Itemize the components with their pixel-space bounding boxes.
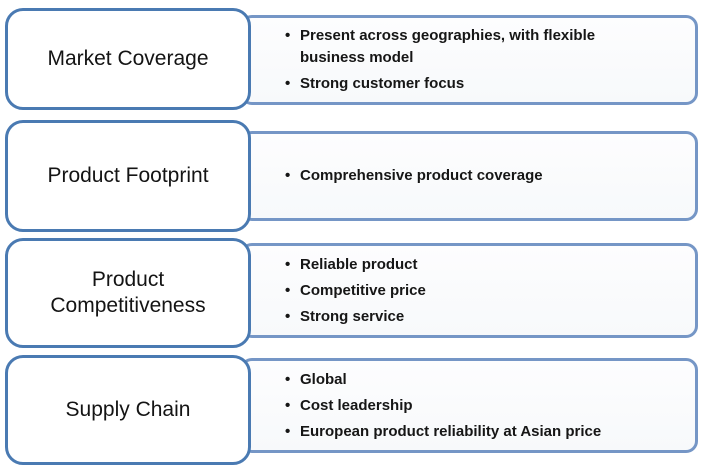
bullet-text: European product reliability at Asian pr…	[300, 422, 602, 440]
bullet-item: • Global	[285, 369, 681, 391]
bullet-text: Reliable product	[300, 255, 418, 273]
bullet-marker: •	[285, 281, 291, 299]
label-text: Market Coverage	[47, 47, 209, 70]
bullet-box-supply-chain: • Global • Cost leadership • European product…	[240, 358, 698, 453]
bullet-marker: •	[285, 27, 291, 44]
bullet-item: • Comprehensive product coverage	[285, 165, 681, 187]
bullet-item: • Competitive price	[285, 280, 681, 302]
bullet-marker: •	[285, 75, 291, 92]
bullet-text: Cost leadership	[300, 396, 413, 414]
label-box-product-footprint: Product Footprint	[5, 120, 251, 232]
bullet-marker: •	[285, 422, 291, 440]
bullet-marker: •	[285, 307, 291, 325]
bullet-text: Global	[300, 370, 347, 388]
bullet-marker: •	[285, 396, 291, 414]
label-text: Product Footprint	[47, 164, 209, 187]
bullet-marker: •	[285, 167, 291, 184]
label-box-supply-chain: Supply Chain	[5, 355, 251, 465]
bullet-box-market-coverage: • Present across geographies, with flexib…	[240, 15, 698, 105]
bullet-text: Competitive price	[300, 281, 426, 299]
bullet-item: • Strong customer focus	[285, 73, 681, 95]
bullet-text: Comprehensive product coverage	[300, 167, 543, 184]
bullet-marker: •	[285, 370, 291, 388]
bullet-box-product-competitiveness: • Reliable product • Competitive price • Stro…	[240, 243, 698, 338]
bullet-item: • European product reliability at Asian p…	[285, 421, 681, 443]
label-box-market-coverage: Market Coverage	[5, 8, 251, 110]
bullet-text: Present across geographies, with flexibl…	[300, 27, 596, 66]
bullet-marker: •	[285, 255, 291, 273]
bullet-item: • Reliable product	[285, 254, 681, 276]
bullet-text: Strong service	[300, 307, 405, 325]
bullet-box-product-footprint: • Comprehensive product coverage	[240, 131, 698, 221]
bullet-text: Strong customer focus	[300, 75, 465, 92]
bullet-item: • Strong service	[285, 306, 681, 328]
bullet-item: • Present across geographies, with flexib…	[285, 25, 681, 69]
label-box-product-competitiveness: Product Competitiveness	[5, 238, 251, 348]
label-text: Supply Chain	[65, 398, 191, 421]
bullet-item: • Cost leadership	[285, 395, 681, 417]
label-text: Product Competitiveness	[50, 268, 206, 317]
